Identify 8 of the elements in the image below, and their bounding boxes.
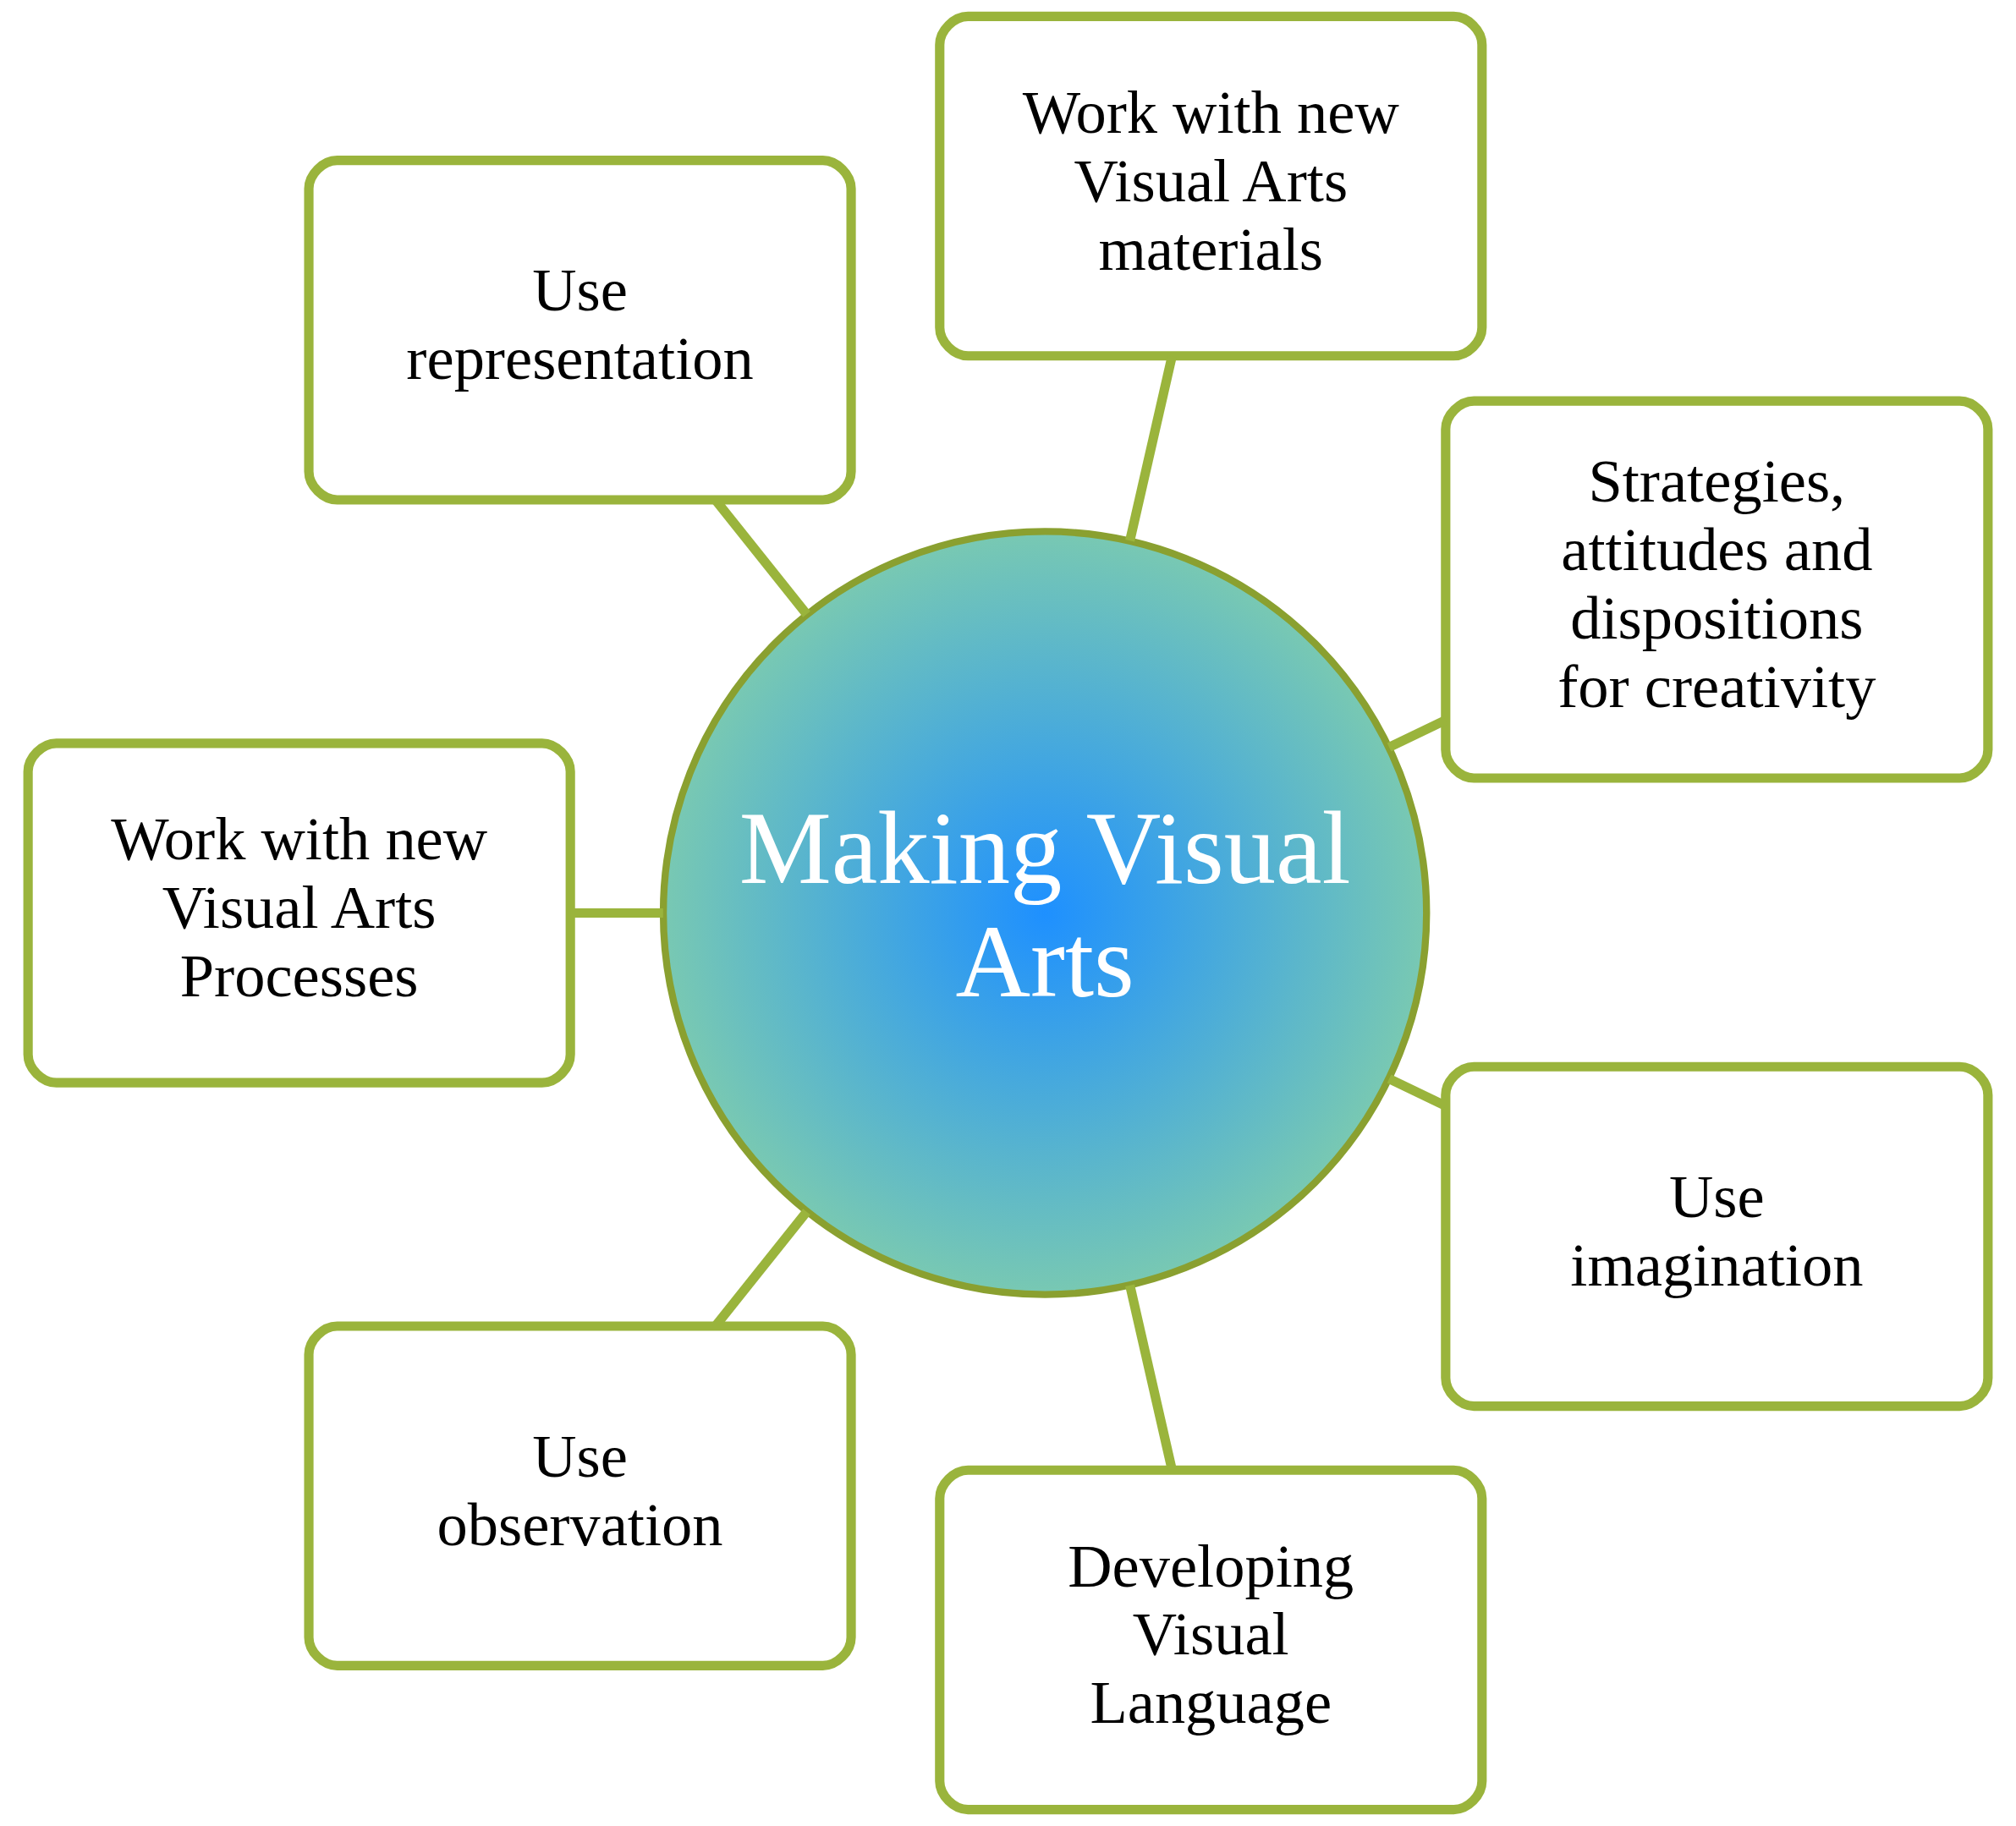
node-box: Use observation [304,1321,856,1670]
node-box: Use representation [304,156,856,505]
node-box: Work with new Visual Arts Processes [23,738,575,1088]
node-box: Work with new Visual Arts materials [935,11,1487,361]
node-box: Developing Visual Language [935,1465,1487,1815]
node-circle: Making Visual Arts [659,528,1431,1298]
node-box: Strategies, attitudes and dispositions for creativity [1441,396,1993,783]
node-box: Use imagination [1441,1061,1993,1412]
